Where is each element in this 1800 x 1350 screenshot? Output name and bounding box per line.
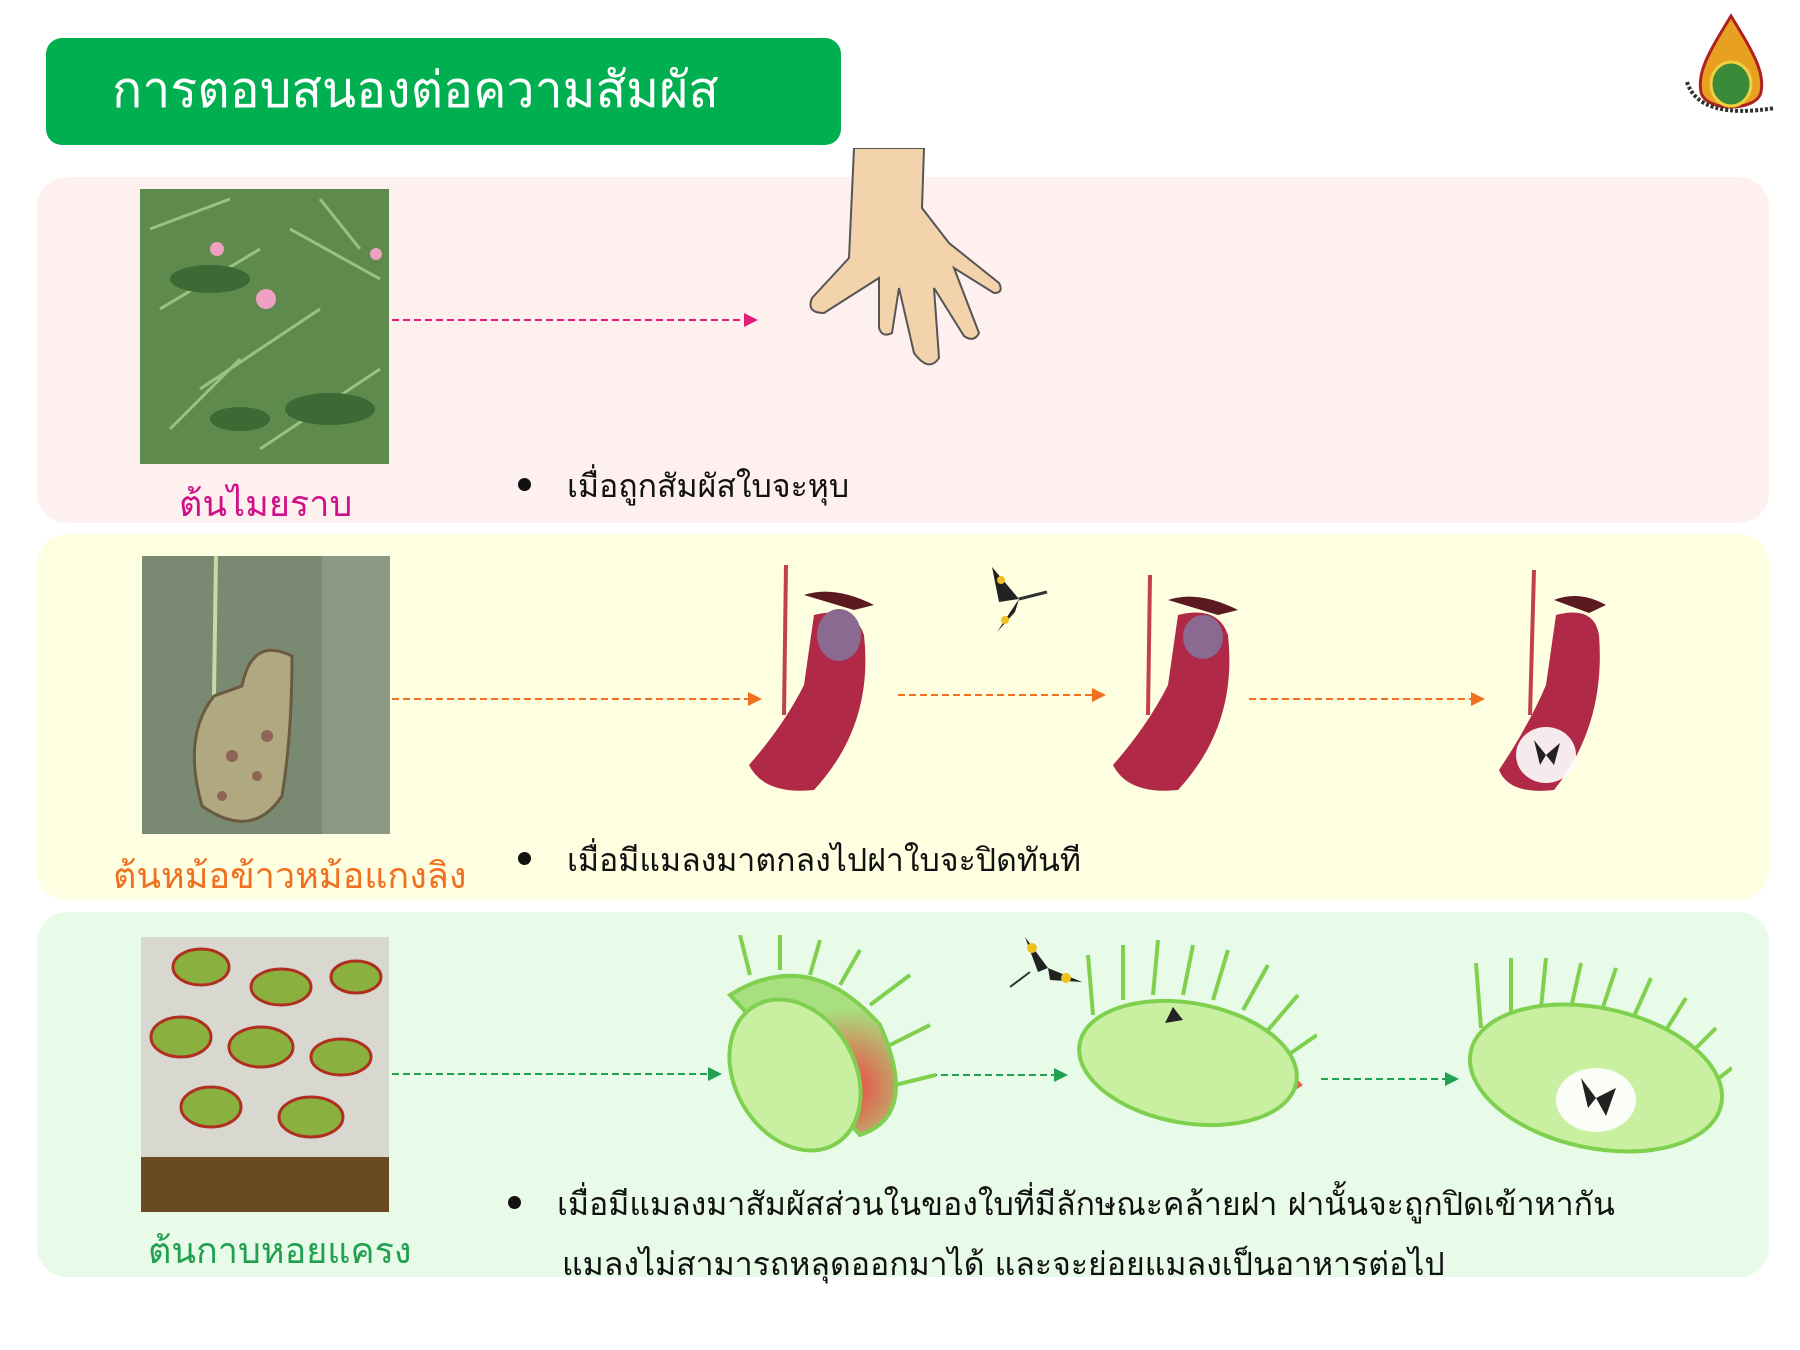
trap-closing bbox=[1077, 939, 1317, 1128]
arrow-green bbox=[1321, 1072, 1459, 1086]
bullet-dot bbox=[508, 1195, 521, 1209]
plant-name-pitcher: ต้นหม้อข้าวหม้อแกงลิง bbox=[113, 856, 467, 897]
pitcher-closing bbox=[1113, 574, 1238, 791]
venus-flytrap-photo bbox=[141, 937, 389, 1212]
arrow-pink bbox=[392, 313, 758, 327]
trap-closed-with-moth bbox=[1467, 958, 1732, 1154]
arrow-orange bbox=[898, 688, 1106, 702]
mimosa-photo bbox=[140, 189, 389, 464]
pitcher-plant-photo bbox=[142, 556, 390, 834]
plant-name-flytrap: ต้นกาบหอยแครง bbox=[148, 1231, 412, 1272]
title-banner: การตอบสนองต่อความสัมผัส bbox=[46, 38, 841, 145]
arrow-green bbox=[930, 1068, 1068, 1082]
pitcher-open bbox=[749, 565, 874, 791]
pitcher-closed-with-moth bbox=[1499, 569, 1606, 791]
bullet-flytrap: เมื่อมีแมลงมาสัมผัสส่วนในของใบที่มีลักษณ… bbox=[508, 1182, 1615, 1226]
trap-open bbox=[726, 935, 936, 1153]
moth-icon bbox=[1010, 937, 1082, 988]
bullet-dot bbox=[518, 477, 531, 491]
arrow-orange bbox=[392, 692, 762, 706]
bullet-pitcher: เมื่อมีแมลงมาตกลงไปฝาใบจะปิดทันที bbox=[518, 838, 1081, 882]
bullet-text: เมื่อถูกสัมผัสใบจะหุบ bbox=[567, 467, 850, 505]
plant-name-mimosa: ต้นไมยราบ bbox=[179, 484, 353, 525]
bullet-text: เมื่อมีแมลงมาตกลงไปฝาใบจะปิดทันที bbox=[567, 841, 1081, 879]
arrow-orange bbox=[1249, 692, 1485, 706]
bullet-mimosa: เมื่อถูกสัมผัสใบจะหุบ bbox=[518, 464, 849, 508]
school-emblem-logo bbox=[1685, 13, 1776, 113]
page-title: การตอบสนองต่อความสัมผัส bbox=[112, 61, 719, 119]
arrow-green bbox=[392, 1067, 722, 1081]
hand-icon bbox=[809, 148, 1002, 366]
moth-icon bbox=[992, 567, 1048, 632]
bullet-flytrap-continued: แมลงไม่สามารถหลุดออกมาได้ และจะย่อยแมลงเ… bbox=[562, 1245, 1445, 1283]
bullet-dot bbox=[518, 851, 531, 865]
bullet-text: เมื่อมีแมลงมาสัมผัสส่วนในของใบที่มีลักษณ… bbox=[557, 1185, 1615, 1223]
